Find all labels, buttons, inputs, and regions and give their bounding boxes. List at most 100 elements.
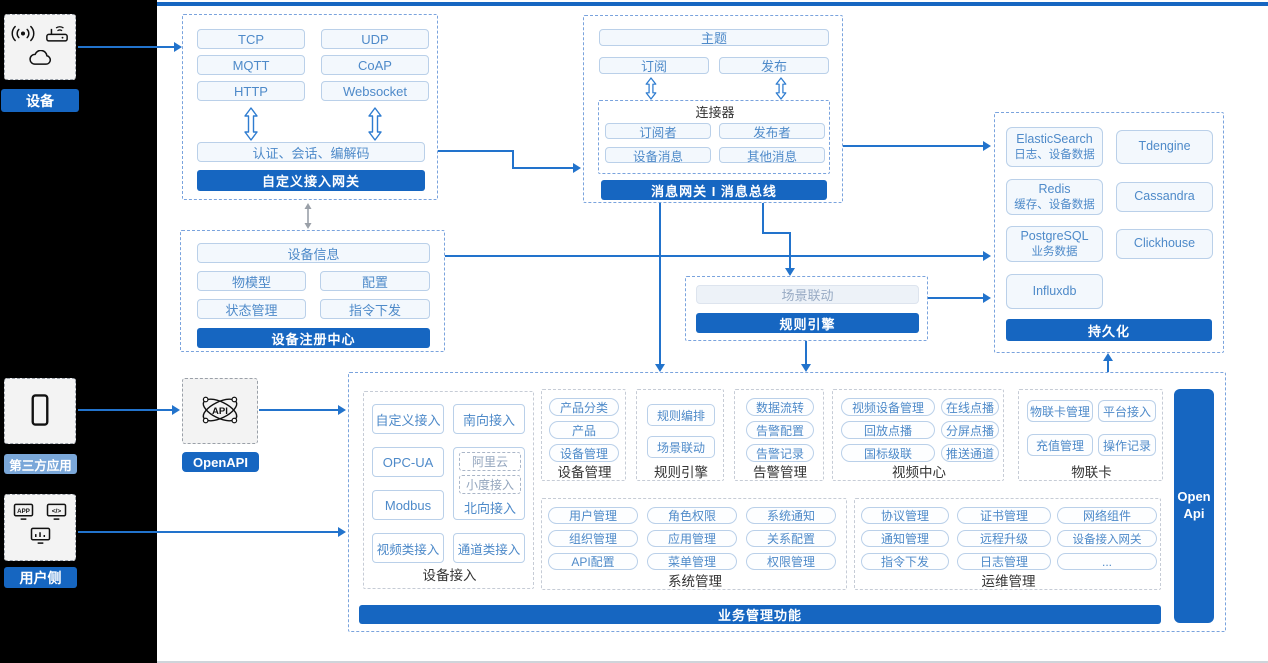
- flow-line-bus-to-rule-engine: [762, 232, 791, 234]
- section-iot-card: 物联卡管理 平台接入 充值管理 操作记录 物联卡: [1018, 389, 1163, 481]
- device-access-label: 设备接入: [422, 568, 477, 583]
- arrowhead: [174, 42, 182, 52]
- flow-line-bus-to-business: [659, 203, 661, 366]
- section-rules: 规则编排 场景联动 规则引擎: [636, 389, 724, 481]
- cloud-icon: [27, 49, 54, 70]
- flow-line-rule-engine-to-business: [805, 341, 807, 365]
- item-permission-mgmt: 权限管理: [746, 553, 836, 570]
- rail-label-user: 用户侧: [4, 567, 77, 588]
- protocol-mqtt: MQTT: [197, 55, 305, 75]
- item-scene-linkage: 场景联动: [647, 436, 715, 458]
- item-role-permission: 角色权限: [647, 507, 737, 524]
- flow-line-openapi-to-business: [259, 409, 340, 411]
- persistence-panel: ElasticSearch 日志、设备数据 Tdengine Redis 缓存、…: [994, 112, 1224, 353]
- flow-line-gateway-to-bus: [512, 167, 575, 169]
- store-cassandra: Cassandra: [1116, 182, 1213, 212]
- item-api-config: API配置: [548, 553, 638, 570]
- item-xiaodu-access: 小度接入: [459, 475, 521, 494]
- section-ops: 协议管理 证书管理 网络组件 通知管理 远程升级 设备接入网关 指令下发 日志管…: [854, 498, 1161, 590]
- item-system-notice: 系统通知: [746, 507, 836, 524]
- section-alarm: 数据流转 告警配置 告警记录 告警管理: [734, 389, 824, 481]
- item-channel-access: 通道类接入: [453, 533, 525, 563]
- publisher-button: 发布者: [719, 123, 825, 140]
- gateway-router-icon: [45, 24, 69, 46]
- item-southbound-access: 南向接入: [453, 404, 525, 434]
- message-bus-title-bar: 消息网关 I 消息总线: [601, 180, 827, 200]
- flow-line-gateway-to-bus: [438, 150, 514, 152]
- svg-text:APP: APP: [17, 508, 30, 515]
- store-clickhouse: Clickhouse: [1116, 229, 1213, 259]
- item-product: 产品: [549, 421, 619, 439]
- flow-line-device-to-gateway: [78, 46, 176, 48]
- item-playback: 回放点播: [841, 421, 935, 439]
- open-api-vertical-bar: Open Api: [1174, 389, 1214, 623]
- openapi-icon-box: API: [182, 378, 258, 444]
- double-arrow-icon: [368, 107, 382, 144]
- flow-line-thirdparty-to-openapi: [78, 409, 174, 411]
- item-user-mgmt: 用户管理: [548, 507, 638, 524]
- auth-session-codec: 认证、会话、编解码: [197, 142, 425, 162]
- system-label: 系统管理: [668, 574, 722, 589]
- rail-label-third-party: 第三方应用: [4, 454, 77, 474]
- item-command-dispatch: 指令下发: [861, 553, 949, 570]
- item-device-access-gateway: 设备接入网关: [1057, 530, 1157, 547]
- section-system: 用户管理 角色权限 系统通知 组织管理 应用管理 关系配置 API配置 菜单管理…: [541, 498, 847, 590]
- item-org-mgmt: 组织管理: [548, 530, 638, 547]
- top-accent-line: [157, 2, 1268, 6]
- store-tdengine: Tdengine: [1116, 130, 1213, 164]
- flow-line-business-to-persistence: [1107, 360, 1109, 372]
- section-device-mgmt: 产品分类 产品 设备管理 设备管理: [541, 389, 626, 481]
- store-postgresql: PostgreSQL 业务数据: [1006, 226, 1103, 262]
- registry-title-bar: 设备注册中心: [197, 328, 430, 348]
- config-button: 配置: [320, 271, 430, 291]
- thing-model-button: 物模型: [197, 271, 306, 291]
- double-arrow-icon: [645, 77, 657, 103]
- arrowhead: [801, 364, 811, 372]
- subscriber-button: 订阅者: [605, 123, 711, 140]
- dashboard-monitor-icon: [30, 527, 51, 548]
- item-relation-config: 关系配置: [746, 530, 836, 547]
- item-operation-record: 操作记录: [1098, 434, 1156, 456]
- rail-label-device: 设备: [1, 89, 79, 112]
- iot-card-label: 物联卡: [1071, 465, 1112, 480]
- flow-line-registry-to-persistence: [445, 255, 985, 257]
- device-mgmt-label: 设备管理: [557, 465, 612, 480]
- custom-gateway-panel: TCP UDP MQTT CoAP HTTP Websocket 认证、会话、编…: [182, 14, 438, 200]
- flow-line-bus-to-persistence: [843, 145, 985, 147]
- flow-line-bus-to-rule-engine: [762, 203, 764, 234]
- item-iot-card-mgmt: 物联卡管理: [1027, 400, 1093, 422]
- arrowhead: [1103, 353, 1113, 361]
- item-northbound-access: 阿里云 小度接入 北向接入: [453, 447, 525, 520]
- protocol-websocket: Websocket: [321, 81, 429, 101]
- third-party-icon-box: [4, 378, 76, 444]
- item-alarm-config: 告警配置: [746, 421, 814, 439]
- ops-label: 运维管理: [981, 574, 1036, 589]
- app-icon: APP: [13, 503, 34, 524]
- item-rule-orchestration: 规则编排: [647, 404, 715, 426]
- protocol-tcp: TCP: [197, 29, 305, 49]
- state-mgmt-button: 状态管理: [197, 299, 306, 319]
- flow-line-bus-to-rule-engine: [789, 232, 791, 269]
- protocol-udp: UDP: [321, 29, 429, 49]
- user-icon-box: APP </>: [4, 494, 76, 561]
- flow-line-gateway-to-bus: [512, 150, 514, 169]
- double-arrow-icon: [244, 107, 258, 144]
- message-bus-panel: 主题 订阅 发布 连接器 订阅者 发布者 设备消息 其他消息 消息网关 I 消息…: [583, 15, 843, 203]
- scene-linkage-button: 场景联动: [696, 285, 919, 304]
- item-recharge-mgmt: 充值管理: [1027, 434, 1093, 456]
- item-notice-mgmt: 通知管理: [861, 530, 949, 547]
- item-video-device-mgmt: 视频设备管理: [841, 398, 935, 416]
- flow-line-rule-engine-to-persistence: [928, 297, 985, 299]
- business-title-bar: 业务管理功能: [359, 605, 1161, 624]
- alarm-label: 告警管理: [753, 465, 807, 480]
- device-icon-box: [4, 14, 76, 80]
- arrowhead: [983, 293, 991, 303]
- item-custom-access: 自定义接入: [372, 404, 444, 434]
- arrowhead: [983, 251, 991, 261]
- other-message-button: 其他消息: [719, 147, 825, 164]
- command-dispatch-button: 指令下发: [320, 299, 430, 319]
- item-app-mgmt: 应用管理: [647, 530, 737, 547]
- rule-engine-panel: 场景联动 规则引擎: [685, 276, 928, 341]
- rules-label: 规则引擎: [654, 465, 708, 480]
- device-message-button: 设备消息: [605, 147, 711, 164]
